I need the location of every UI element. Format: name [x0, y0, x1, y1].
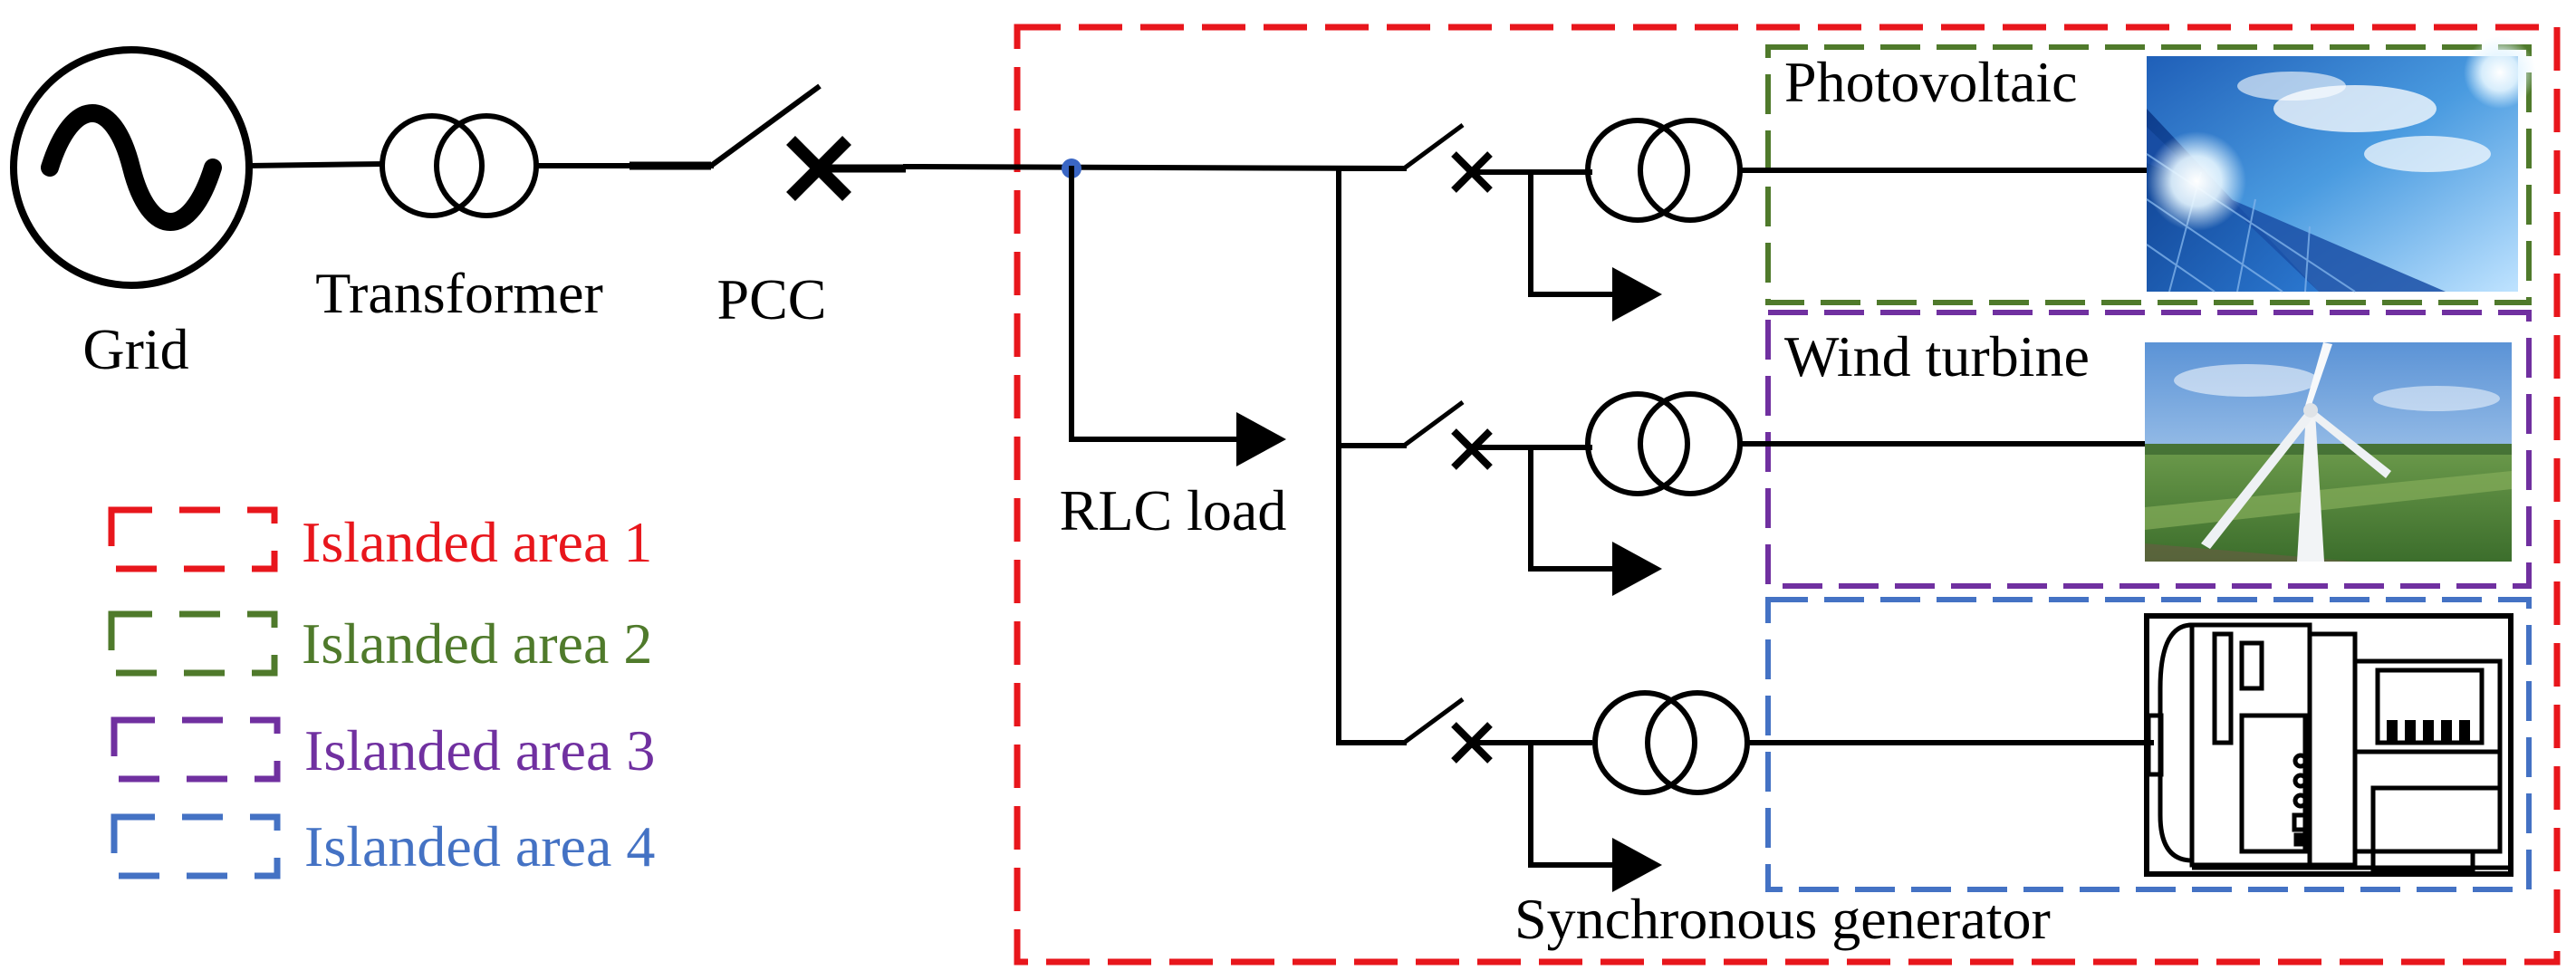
generator-icon	[2144, 613, 2514, 877]
legend-label-area-3: Islanded area 3	[304, 718, 655, 783]
legend-label-area-2: Islanded area 2	[302, 611, 652, 676]
solar-panel-icon	[2146, 36, 2536, 293]
legend: Islanded area 1 Islanded area 2 Islanded…	[108, 506, 655, 879]
legend-label-area-4: Islanded area 4	[304, 814, 655, 879]
main-bus	[902, 163, 1408, 172]
legend-item-area-4: Islanded area 4	[111, 813, 655, 879]
wind-turbine-icon	[2145, 342, 2512, 562]
pv-breaker-icon	[1402, 122, 1465, 171]
photovoltaic-label: Photovoltaic	[1784, 50, 2078, 114]
grid-label: Grid	[82, 317, 188, 381]
legend-swatch-area-2	[108, 610, 278, 677]
legend-item-area-1: Islanded area 1	[108, 506, 652, 574]
feeder-photovoltaic	[1336, 118, 2154, 322]
legend-label-area-1: Islanded area 1	[302, 510, 652, 574]
sg-breaker-icon	[1402, 697, 1465, 745]
pcc-breaker-icon	[630, 83, 906, 201]
legend-swatch-area-3	[111, 716, 281, 783]
grid-source-icon	[10, 46, 253, 289]
wind-turbine-label: Wind turbine	[1784, 324, 2090, 389]
legend-swatch-area-4	[111, 813, 281, 879]
pcc-label: PCC	[717, 267, 827, 331]
islanded-area-3-box	[1765, 310, 2532, 589]
transformer-label: Transformer	[315, 261, 603, 325]
rlc-load-branch	[1069, 166, 1286, 466]
legend-item-area-3: Islanded area 3	[111, 716, 655, 783]
islanded-area-1-box	[1014, 24, 2561, 966]
rlc-load-label: RLC load	[1060, 478, 1287, 543]
wind-breaker-icon	[1402, 399, 1465, 448]
bus-grid-transformer	[245, 160, 386, 169]
synchronous-generator-label: Synchronous generator	[1514, 887, 2051, 951]
feeder-synchronous-generator	[1336, 690, 2154, 892]
main-transformer-icon	[380, 113, 539, 218]
legend-item-area-2: Islanded area 2	[108, 610, 652, 677]
legend-swatch-area-1	[108, 506, 278, 572]
islanded-area-4-box	[1765, 597, 2532, 892]
feeder-wind-turbine	[1336, 391, 2149, 596]
